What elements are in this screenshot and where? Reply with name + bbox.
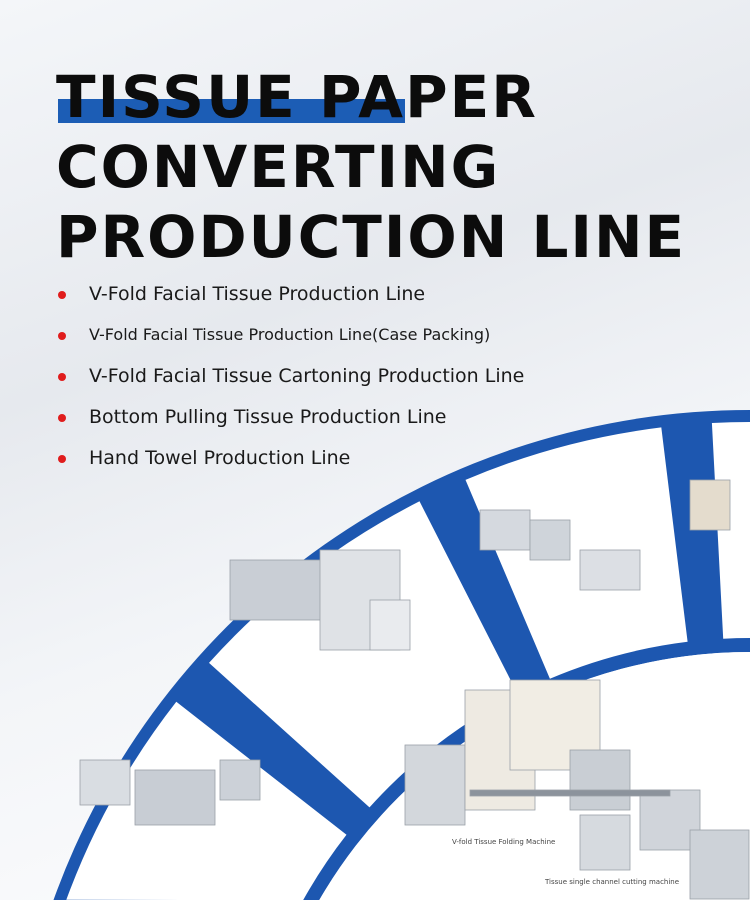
machine-image [579, 549, 641, 591]
list-item: V-Fold Facial Tissue Production Line [58, 280, 524, 321]
list-item: Hand Towel Production Line [58, 444, 524, 485]
conveyor [469, 789, 671, 797]
machine-image [219, 759, 261, 801]
list-item-label: V-Fold Facial Tissue Cartoning Productio… [89, 365, 525, 387]
machine-image [134, 769, 216, 826]
machine-image-panel-4 [711, 422, 750, 639]
page-title: TISSUE PAPER CONVERTING PRODUCTION LINE [56, 62, 686, 272]
title-line-1: TISSUE PAPER [56, 63, 538, 131]
machine-image [479, 509, 531, 551]
list-item-label: Bottom Pulling Tissue Production Line [89, 406, 447, 428]
bullet-icon [58, 455, 66, 463]
machine-image-panel-2 [209, 501, 518, 808]
machine-image [529, 519, 571, 561]
bullet-icon [58, 414, 66, 422]
list-item: V-Fold Facial Tissue Cartoning Productio… [58, 362, 524, 403]
machine-image-panel-3 [465, 427, 688, 679]
cutting-machine-caption: Tissue single channel cutting machine [545, 878, 680, 886]
machine-image [569, 749, 631, 811]
folding-machine [404, 744, 466, 826]
list-item-label: V-Fold Facial Tissue Production Line [89, 283, 426, 305]
title-line-2: CONVERTING [56, 133, 501, 201]
bullet-icon [58, 332, 66, 340]
cutting-machine [579, 814, 631, 871]
title-line-3: PRODUCTION LINE [56, 203, 687, 271]
machine-image [369, 599, 411, 651]
title-highlight-bar [58, 99, 405, 123]
folding-machine-caption: V-fold Tissue Folding Machine [452, 838, 556, 846]
product-line-list: V-Fold Facial Tissue Production Line V-F… [58, 280, 524, 485]
bullet-icon [58, 291, 66, 299]
packing-machine [689, 829, 750, 900]
list-item-label: V-Fold Facial Tissue Production Line(Cas… [89, 325, 491, 344]
machine-image [79, 759, 131, 806]
machine-image [689, 479, 731, 531]
list-item: Bottom Pulling Tissue Production Line [58, 403, 524, 444]
list-item: V-Fold Facial Tissue Production Line(Cas… [58, 321, 524, 362]
bullet-icon [58, 373, 66, 381]
list-item-label: Hand Towel Production Line [89, 447, 351, 469]
